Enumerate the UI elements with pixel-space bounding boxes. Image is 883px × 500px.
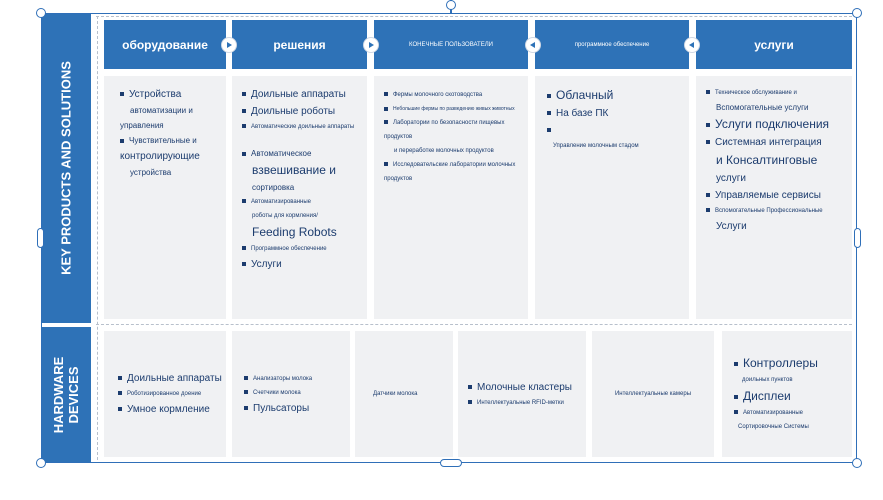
list-item: услуги: [716, 173, 746, 184]
resize-handle-bottom-left[interactable]: [36, 458, 46, 468]
resize-handle-right[interactable]: [854, 228, 861, 248]
hw-cell-3: Датчики молока: [355, 331, 453, 457]
list-item: Доильные аппараты: [118, 370, 226, 387]
list-item: Умное кормление: [118, 401, 226, 418]
list-item: сортировка: [252, 183, 295, 192]
resize-handle-left[interactable]: [37, 228, 44, 248]
list-item: Управляемые сервисы: [706, 187, 852, 204]
header-equipment: оборудование: [104, 20, 226, 69]
separator-top: [96, 16, 852, 17]
resize-handle-bottom[interactable]: [440, 459, 462, 467]
list-item: Автоматизированные: [242, 195, 367, 209]
list-item: Автоматизированные: [734, 406, 852, 420]
list-item: и Консалтинговые: [716, 153, 818, 167]
header-software-label: программное обеспечение: [574, 41, 650, 48]
list-item: Доильные аппараты: [242, 86, 367, 103]
list-item: Вспомогательные Профессиональные: [706, 204, 852, 218]
list-item: и переработке молочных продуктов: [394, 148, 494, 154]
cell-software: Облачный На базе ПК Управление молочным …: [535, 76, 689, 319]
list-item: Лаборатории по безопасности пищевых прод…: [384, 120, 505, 140]
separator-middle: [96, 324, 852, 325]
list-item: Услуги подключения: [706, 115, 852, 134]
resize-handle-top-right[interactable]: [852, 8, 862, 18]
list-item: взвешивание и: [252, 163, 336, 177]
list-item: Автоматическое: [242, 146, 367, 161]
list-item: Системная интеграция: [706, 134, 852, 151]
list-item: Доильные роботы: [242, 103, 367, 120]
sidebar-key-products: KEY PRODUCTS AND SOLUTIONS: [41, 13, 91, 323]
list-item: [547, 122, 689, 139]
hw-cell-5: Интеллектуальные камеры: [592, 331, 714, 457]
list-item: Сортировочные Системы: [738, 424, 809, 430]
list-item: Интеллектуальные RFID-метки: [468, 396, 586, 410]
list-item: устройства: [130, 168, 172, 177]
arrow-left-icon: [525, 37, 541, 53]
cell-services: Техническое обслуживание и Вспомогательн…: [696, 76, 852, 319]
separator-left: [97, 16, 98, 460]
hw-cell-6: Контроллеры доильных пунктов Дисплеи Авт…: [722, 331, 852, 457]
selection-frame: [41, 13, 857, 463]
list-item: Автоматические доильные аппараты: [242, 120, 367, 134]
resize-handle-bottom-right[interactable]: [852, 458, 862, 468]
list-item: На базе ПК: [547, 105, 689, 122]
hw-cell-4: Молочные кластеры Интеллектуальные RFID-…: [458, 331, 586, 457]
list-item: Чувствительные и: [120, 133, 226, 148]
list-item: Датчики молока: [373, 391, 418, 397]
list-item: Счетчики молока: [244, 386, 350, 400]
header-services: услуги: [696, 20, 852, 69]
resize-handle-top-left[interactable]: [36, 8, 46, 18]
list-item: Фермы молочного скотоводства: [384, 88, 528, 102]
header-services-label: услуги: [754, 37, 794, 52]
list-item: Программное обеспечение: [242, 242, 367, 256]
list-item: Дисплеи: [734, 387, 852, 406]
cell-end-users: Фермы молочного скотоводства Небольшие ф…: [374, 76, 528, 319]
list-item: Облачный: [547, 86, 689, 105]
list-item: Вспомогательные услуги: [716, 103, 809, 112]
list-item: Роботизированное доение: [118, 387, 226, 401]
header-equipment-label: оборудование: [122, 37, 208, 52]
arrow-left-icon: [684, 37, 700, 53]
list-item: Пульсаторы: [244, 400, 350, 417]
cell-solutions: Доильные аппараты Доильные роботы Автома…: [232, 76, 367, 319]
list-item: Контроллеры: [734, 354, 852, 373]
list-item: контролирующие: [120, 151, 200, 162]
header-solutions-label: решения: [273, 37, 326, 52]
list-item: доильных пунктов: [742, 377, 793, 383]
hw-cell-1: Доильные аппараты Роботизированное доени…: [104, 331, 226, 457]
list-item: Молочные кластеры: [468, 379, 586, 396]
list-item: Устройства: [120, 86, 226, 103]
cell-equipment: Устройства автоматизации и управления Чу…: [104, 76, 226, 319]
list-item: Услуги: [242, 256, 367, 273]
list-item: управления: [120, 121, 164, 130]
list-item: Услуги: [716, 221, 747, 232]
list-item: Анализаторы молока: [244, 372, 350, 386]
rotation-handle[interactable]: [446, 0, 456, 10]
sidebar-hardware: HARDWARE DEVICES: [41, 327, 91, 463]
arrow-right-icon: [221, 37, 237, 53]
header-end-users: КОНЕЧНЫЕ ПОЛЬЗОВАТЕЛИ: [374, 20, 528, 69]
list-item: автоматизации и: [130, 106, 193, 115]
list-item: Исследовательские лаборатории молочных п…: [384, 162, 516, 182]
header-end-users-label: КОНЕЧНЫЕ ПОЛЬЗОВАТЕЛИ: [409, 41, 493, 48]
header-software: программное обеспечение: [535, 20, 689, 69]
header-solutions: решения: [232, 20, 367, 69]
list-item: Feeding Robots: [252, 225, 337, 239]
list-item: Интеллектуальные камеры: [614, 391, 692, 397]
list-item: Техническое обслуживание и: [706, 86, 852, 100]
hw-cell-2: Анализаторы молока Счетчики молока Пульс…: [232, 331, 350, 457]
list-item: Управление молочным стадом: [553, 143, 639, 149]
list-item: роботы для кормления/: [252, 213, 318, 219]
arrow-right-icon: [363, 37, 379, 53]
list-item: Небольшие фермы по разведению живых живо…: [384, 102, 528, 116]
